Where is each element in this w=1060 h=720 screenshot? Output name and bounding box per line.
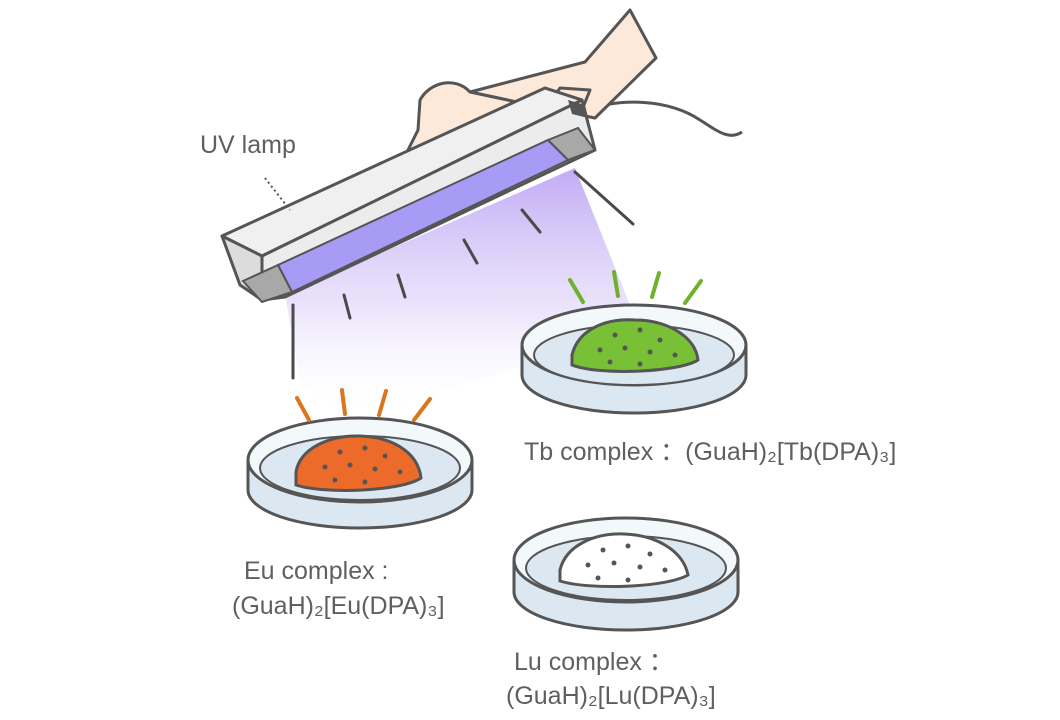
eu-dish	[246, 388, 474, 530]
lamp-cord	[582, 100, 743, 137]
eu-complex-formula: (GuaH)₂[Eu(DPA)₃]	[232, 592, 445, 620]
tb-emission	[568, 270, 703, 305]
eu-emission	[295, 388, 432, 422]
eu-sample	[294, 434, 423, 492]
uv-lamp	[220, 86, 597, 304]
uv-rays	[291, 170, 635, 380]
lu-complex-formula: (GuaH)₂[Lu(DPA)₃]	[506, 682, 716, 710]
tb-sample	[570, 318, 700, 373]
eu-complex-label: Eu complex :	[244, 557, 389, 585]
lu-complex-label: Lu complex ：	[514, 648, 674, 676]
lamp-label-leader	[264, 177, 291, 211]
lu-dish	[512, 516, 740, 632]
lu-sample	[558, 532, 690, 589]
tb-dish	[520, 270, 748, 415]
tb-complex-label: Tb complex ：(GuaH)₂[Tb(DPA)₃]	[524, 438, 897, 466]
uv-lamp-label: UV lamp	[200, 131, 296, 159]
